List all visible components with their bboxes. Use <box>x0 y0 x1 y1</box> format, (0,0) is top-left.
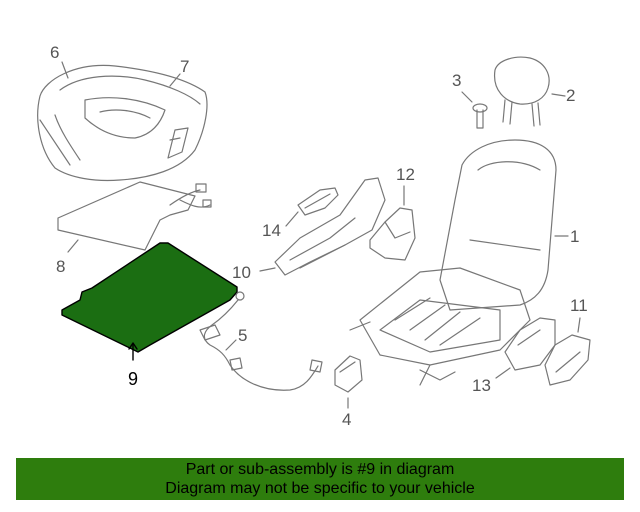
callout-4: 4 <box>342 410 352 429</box>
leader-8 <box>67 239 79 253</box>
leader-2 <box>551 93 566 97</box>
leader-10 <box>259 267 276 272</box>
leader-3 <box>461 91 473 103</box>
wire-harness <box>199 291 323 391</box>
leader-7 <box>169 73 181 87</box>
module-4 <box>334 355 363 393</box>
callout-13: 13 <box>472 376 491 395</box>
callout-9: 9 <box>128 369 139 389</box>
part-9-highlight <box>61 242 238 353</box>
side-trim-10 <box>274 177 386 276</box>
leader-11 <box>577 317 581 333</box>
banner-line-part: Part or sub-assembly is #9 in diagram <box>185 461 455 478</box>
leader-14 <box>285 211 299 227</box>
side-cover-13 <box>504 317 556 371</box>
callout-10: 10 <box>232 263 251 282</box>
callout-12: 12 <box>396 165 415 184</box>
banner-line-disclaimer: Diagram may not be specific to your vehi… <box>165 480 475 497</box>
callout-11: 11 <box>570 296 588 315</box>
trim-14 <box>297 187 339 216</box>
seat-cushion-pad <box>37 64 208 182</box>
callout-1: 1 <box>570 227 580 246</box>
part-info-banner: Part or sub-assembly is #9 in diagram Di… <box>16 458 624 500</box>
seat-back-assembly <box>349 139 557 386</box>
leader-9-arrow <box>128 342 138 350</box>
headrest-2 <box>493 56 550 127</box>
leader-6 <box>61 61 69 79</box>
callout-3: 3 <box>452 71 462 90</box>
leader-13 <box>495 367 511 379</box>
callout-6: 6 <box>50 43 60 62</box>
callout-7: 7 <box>180 57 190 76</box>
callout-2: 2 <box>566 86 576 105</box>
bolt-3 <box>472 103 488 129</box>
side-cover-11 <box>544 334 591 386</box>
callout-5: 5 <box>238 326 248 345</box>
seat-heater-mat <box>57 181 212 251</box>
callout-14: 14 <box>262 221 281 240</box>
callout-8: 8 <box>56 257 66 276</box>
bracket-12 <box>369 207 416 261</box>
leader-5 <box>225 339 237 351</box>
